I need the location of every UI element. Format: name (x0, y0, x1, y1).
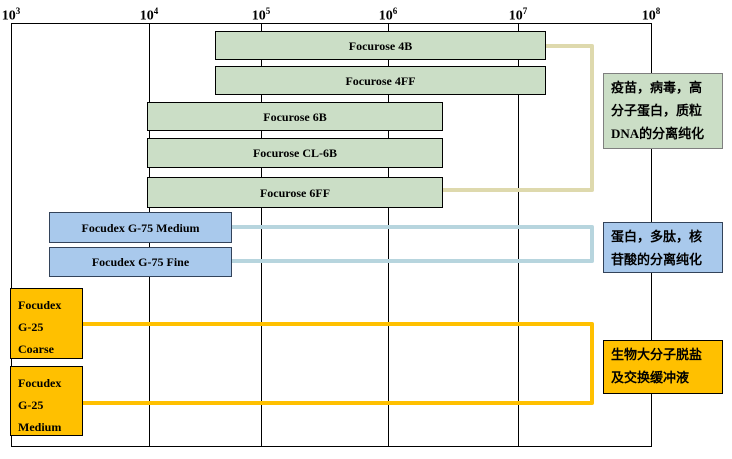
axis-tick-10e5: 105 (251, 6, 271, 24)
bracket-focurose-group (443, 44, 594, 192)
gridline-10e5 (261, 23, 262, 447)
annotation-g25-applications: 生物大分子脱盐 及交换缓冲液 (603, 340, 723, 394)
range-bar-focudex-g25-medium: Focudex G-25 Medium (10, 366, 83, 436)
range-bar-focurose-6ff: Focurose 6FF (147, 177, 443, 208)
bracket-focudex-g25-group (83, 322, 594, 405)
axis-tick-10e6: 106 (378, 6, 398, 24)
plot-frame (11, 23, 651, 447)
range-bar-focudex-g75-medium: Focudex G-75 Medium (49, 212, 232, 243)
range-bar-focurose-cl-6b: Focurose CL-6B (147, 138, 443, 168)
annotation-focurose-applications: 疫苗，病毒，高 分子蛋白，质粒 DNA的分离纯化 (603, 73, 723, 149)
range-bar-focurose-6b: Focurose 6B (147, 102, 443, 131)
axis-tick-10e4: 104 (139, 6, 159, 24)
axis-tick-10e3: 103 (1, 6, 21, 24)
axis-tick-10e7: 107 (508, 6, 528, 24)
gridline-10e7 (518, 23, 519, 447)
range-bar-focurose-4b: Focurose 4B (215, 31, 546, 60)
bracket-focudex-g75-group (232, 225, 594, 263)
gridline-10e6 (388, 23, 389, 447)
axis-tick-10e8: 108 (641, 6, 661, 24)
range-bar-focurose-4ff: Focurose 4FF (215, 66, 546, 95)
range-bar-focudex-g75-fine: Focudex G-75 Fine (49, 247, 232, 277)
annotation-g75-applications: 蛋白，多肽，核 苷酸的分离纯化 (603, 222, 723, 273)
range-bar-focudex-g25-coarse: Focudex G-25 Coarse (10, 288, 83, 359)
